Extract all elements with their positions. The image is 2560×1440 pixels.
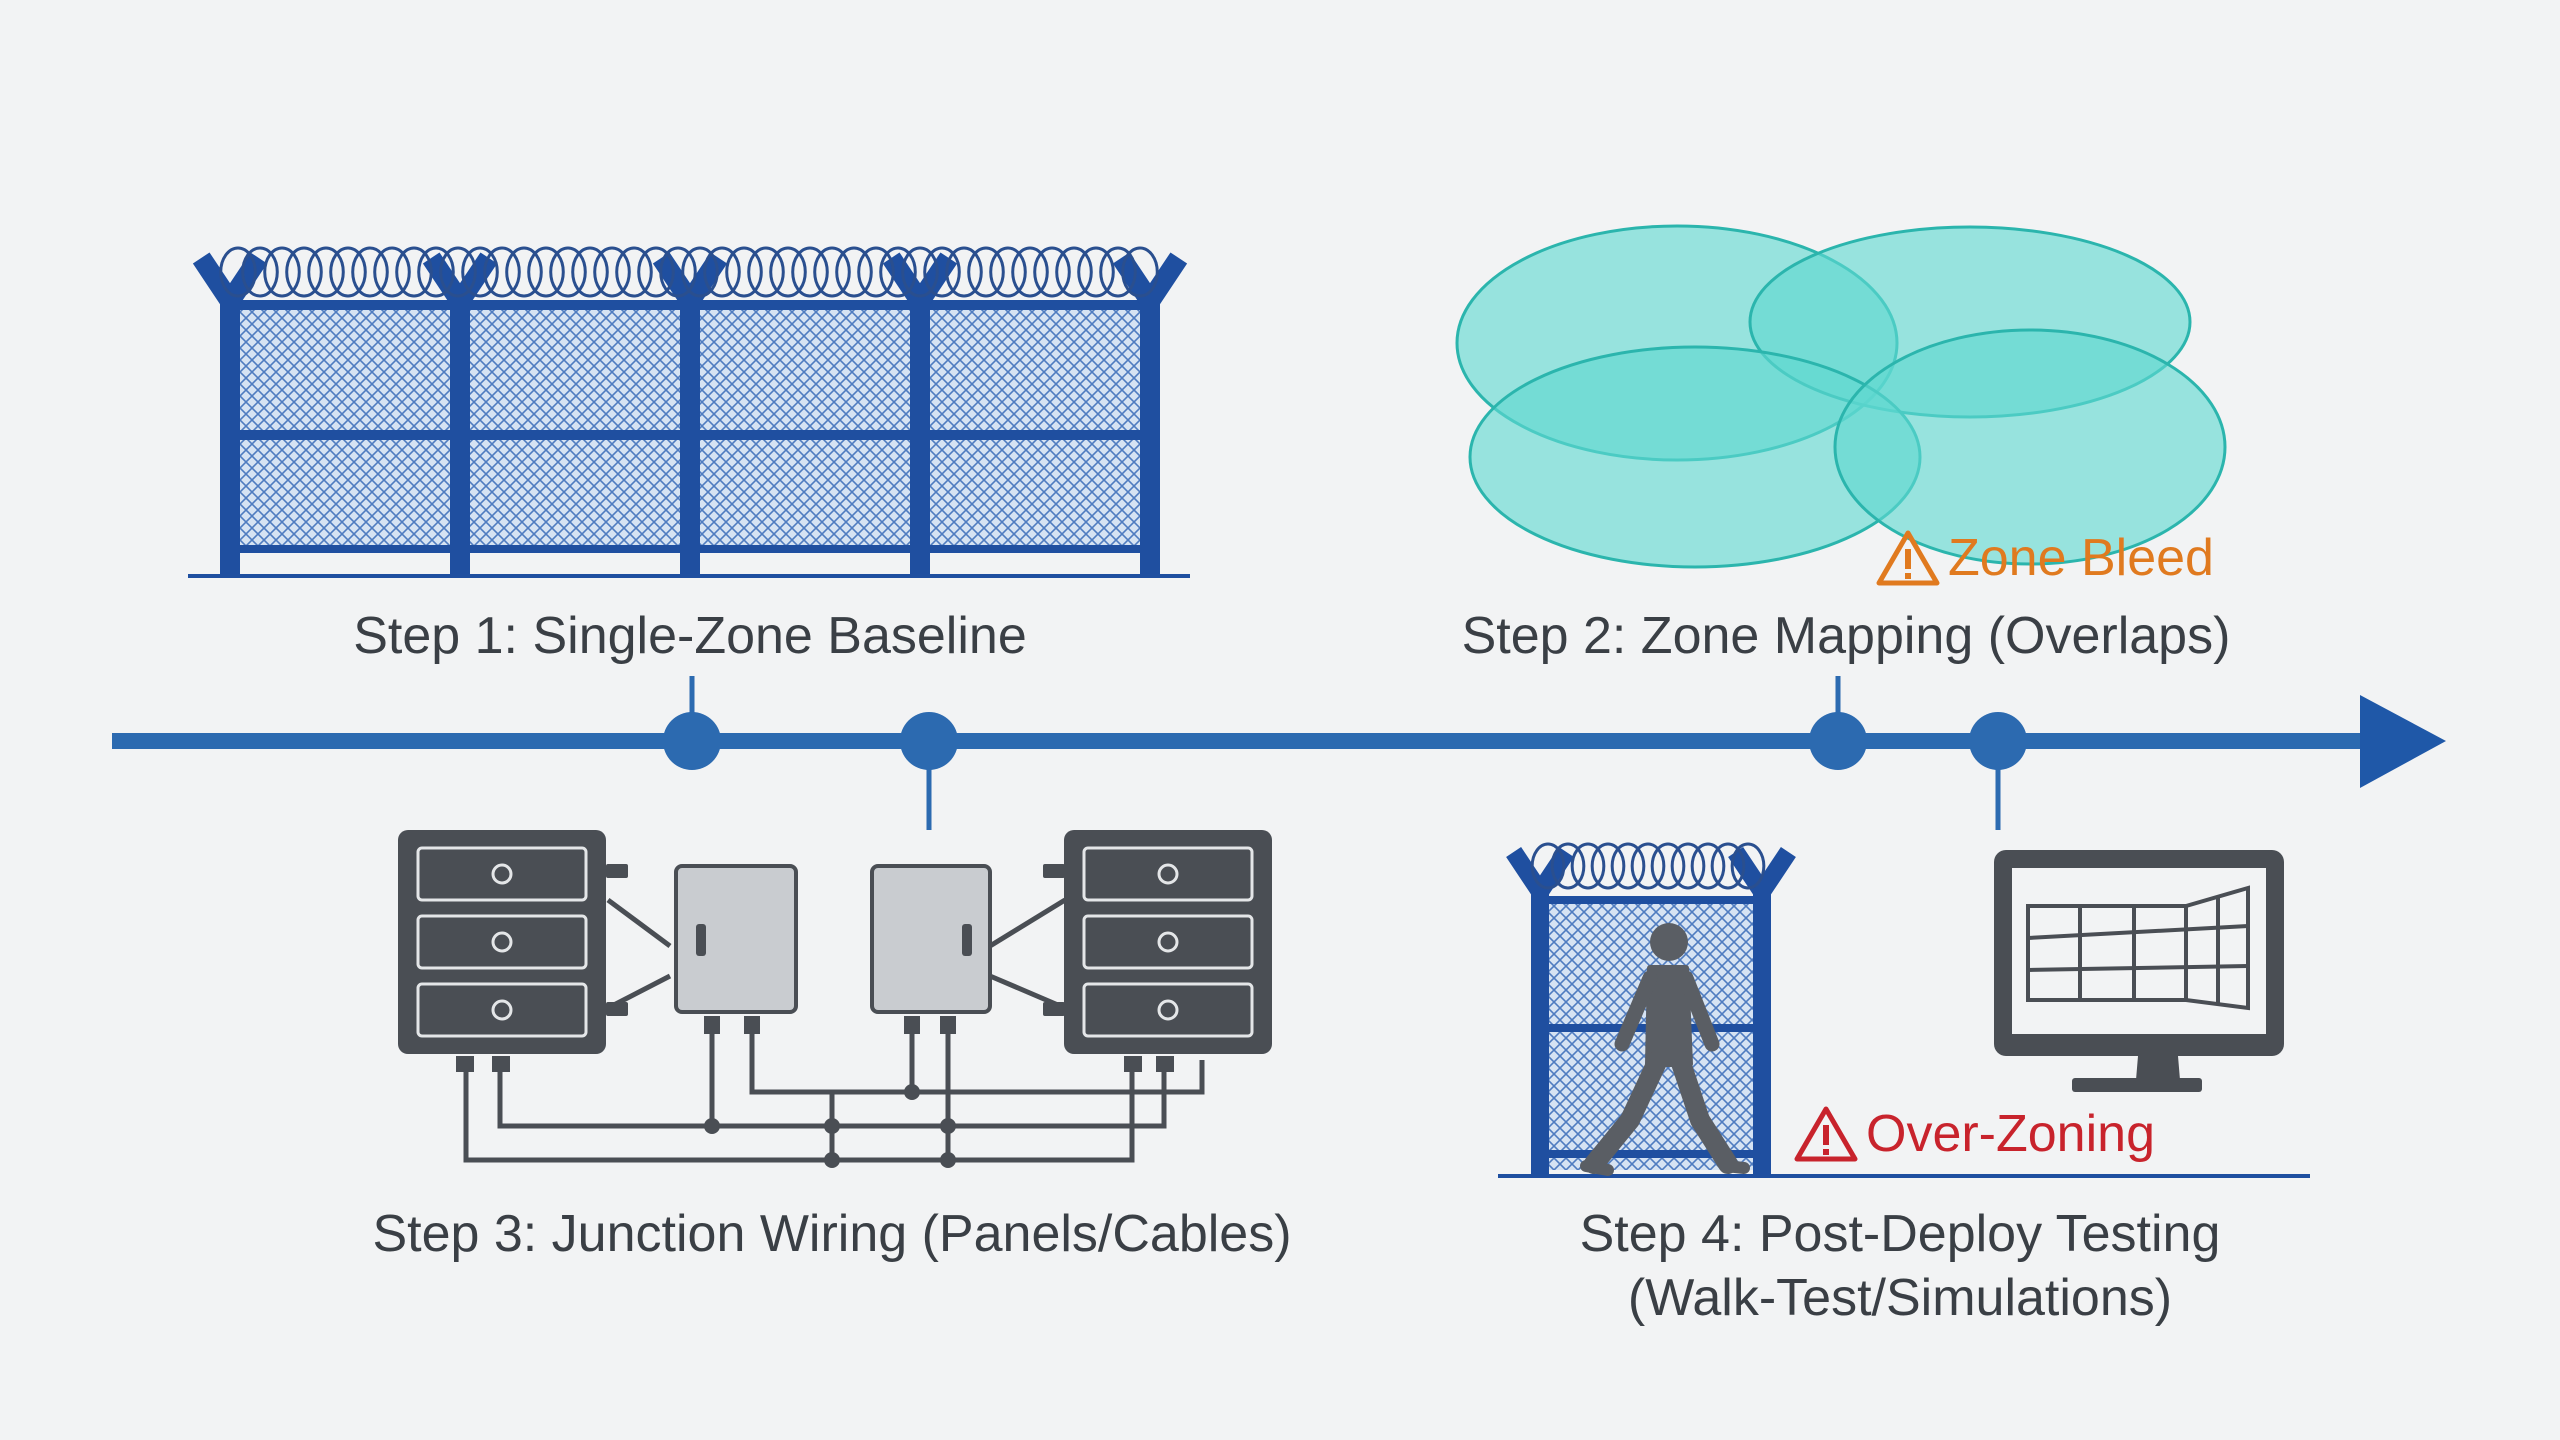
step-3-label: Step 3: Junction Wiring (Panels/Cables): [372, 1205, 1292, 1263]
step-4-label-line2: (Walk-Test/Simulations): [1627, 1269, 2173, 1327]
junction-box-icon: [674, 864, 798, 1014]
zone-bleed-text: Zone Bleed: [1948, 529, 2214, 587]
timeline-arrow-icon: [2360, 695, 2446, 788]
walking-person-icon: [1580, 923, 1750, 1176]
junction-box-icon: [870, 864, 992, 1014]
razor-wire-fence-icon: [188, 246, 1190, 578]
zone-bleed-warning: Zone Bleed: [1876, 528, 2214, 588]
over-zoning-warning: Over-Zoning: [1794, 1104, 2155, 1164]
timeline: [112, 676, 2446, 830]
timeline-node-2: [1809, 712, 1867, 770]
warning-triangle-icon: [1876, 530, 1940, 586]
junction-wiring: [398, 830, 1272, 1168]
warning-triangle-icon: [1794, 1106, 1858, 1162]
overlapping-zones-icon: [1455, 224, 2227, 569]
step-4-label-line1: Step 4: Post-Deploy Testing: [1579, 1205, 2221, 1263]
control-panel-icon: [1064, 830, 1272, 1054]
step-1-label: Step 1: Single-Zone Baseline: [353, 607, 1027, 665]
timeline-node-3: [900, 712, 958, 770]
monitor-icon: [1994, 850, 2284, 1092]
timeline-node-1: [663, 712, 721, 770]
control-panel-icon: [398, 830, 606, 1054]
timeline-node-4: [1969, 712, 2027, 770]
step-2-label: Step 2: Zone Mapping (Overlaps): [1461, 607, 2231, 665]
walk-test-fence-icon: [1498, 842, 2310, 1178]
over-zoning-text: Over-Zoning: [1866, 1105, 2155, 1163]
